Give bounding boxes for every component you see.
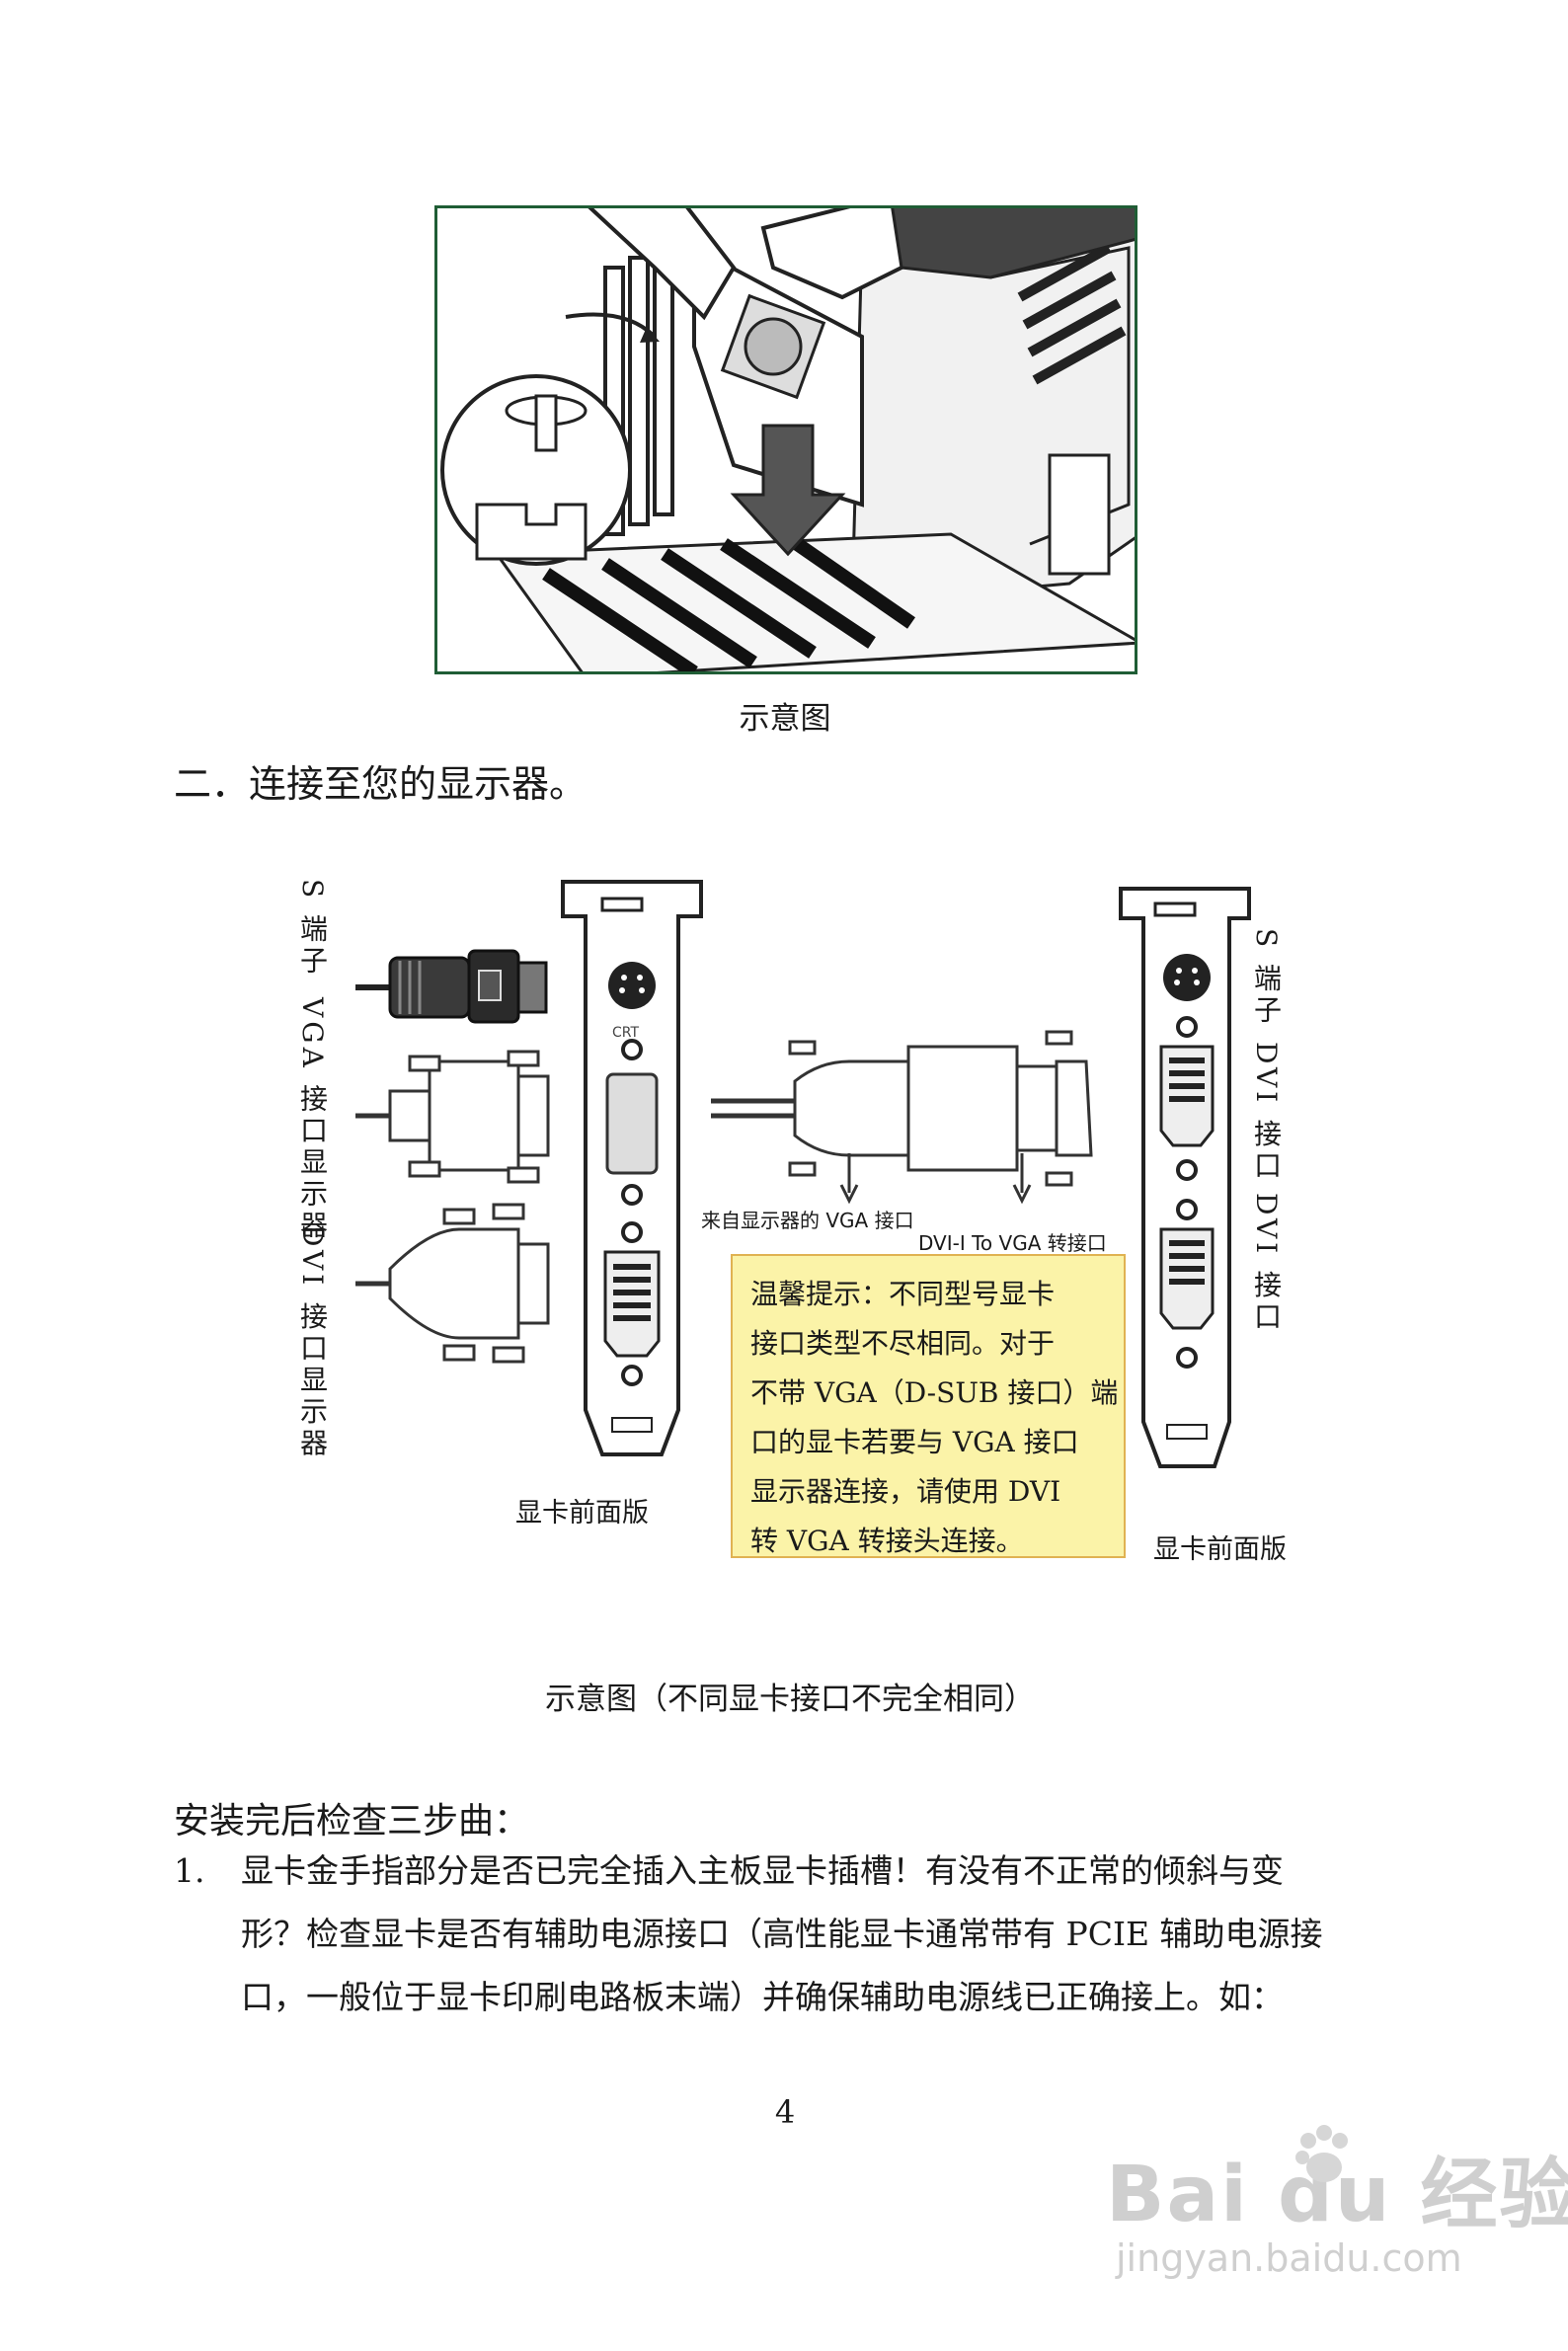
left-vga-monitor-label: VGA 接口显示器 <box>296 997 329 1242</box>
list-item-text: 显卡金手指部分是否已完全插入主板显卡插槽！有没有不正常的倾斜与变 形？检查显卡是… <box>241 1840 1455 2029</box>
dvi-plug <box>355 1203 550 1364</box>
figure1-caption: 示意图 <box>739 701 831 737</box>
left-cables-drawing <box>355 949 550 1364</box>
crt-label: CRT <box>612 1025 640 1041</box>
tip-line: 转 VGA 转接头连接。 <box>750 1525 1024 1557</box>
right-bracket-label: 显卡前面版 <box>1153 1534 1287 1565</box>
list-item-line: 显卡金手指部分是否已完全插入主板显卡插槽！有没有不正常的倾斜与变 <box>241 1851 1284 1890</box>
list-item-line: 形？检查显卡是否有辅助电源接口（高性能显卡通常带有 PCIE 辅助电源接 <box>241 1915 1323 1953</box>
paw-icon <box>1295 2125 1348 2182</box>
vga-from-monitor-label: 来自显示器的 VGA 接口 <box>701 1209 914 1232</box>
tip-box: 温馨提示：不同型号显卡 接口类型不尽相同。对于 不带 VGA（D-SUB 接口）… <box>731 1254 1126 1558</box>
tip-line: 温馨提示：不同型号显卡 <box>750 1278 1056 1310</box>
tip-line: 口的显卡若要与 VGA 接口 <box>750 1426 1079 1458</box>
adapter-arrows <box>839 1153 1032 1205</box>
left-card-bracket <box>561 880 703 1456</box>
list-item-number: 1. <box>174 1851 205 1890</box>
checklist-heading: 安装完后检查三步曲： <box>174 1801 530 1842</box>
watermark-url: jingyan.baidu.com <box>1116 2236 1462 2280</box>
left-s-terminal-label: S 端子 <box>296 879 329 979</box>
install-drawing <box>440 208 1135 671</box>
tip-line: 显示器连接，请使用 DVI <box>750 1475 1061 1508</box>
dvi-to-vga-label: DVI-I To VGA 转接口 <box>918 1231 1107 1255</box>
vga-plug <box>355 1050 550 1184</box>
baidu-watermark: Bai du 经验 jingyan.baidu.com <box>1106 2123 1568 2291</box>
tip-line: 接口类型不尽相同。对于 <box>750 1327 1056 1360</box>
right-dvi1-label: DVI 接口 <box>1250 1042 1283 1183</box>
right-s-terminal-label: S 端子 <box>1250 928 1283 1028</box>
right-dvi2-label: DVI 接口 <box>1250 1193 1283 1334</box>
dvi-vga-adapter-drawing <box>711 1030 1093 1187</box>
left-dvi-monitor-label: DVI 接口显示器 <box>296 1224 329 1460</box>
left-bracket-label: 显卡前面版 <box>515 1498 649 1528</box>
right-card-bracket <box>1119 887 1251 1468</box>
install-illustration <box>434 205 1137 674</box>
page-number: 4 <box>774 2093 796 2131</box>
list-item-line: 口，一般位于显卡印刷电路板末端）并确保辅助电源线已正确接上。如： <box>241 1978 1284 2016</box>
figure2-caption: 示意图（不同显卡接口不完全相同） <box>545 1682 1035 1717</box>
s-video-plug <box>355 949 548 1024</box>
tip-line: 不带 VGA（D-SUB 接口）端 <box>750 1376 1119 1409</box>
section2-heading: 二．连接至您的显示器。 <box>174 762 588 806</box>
